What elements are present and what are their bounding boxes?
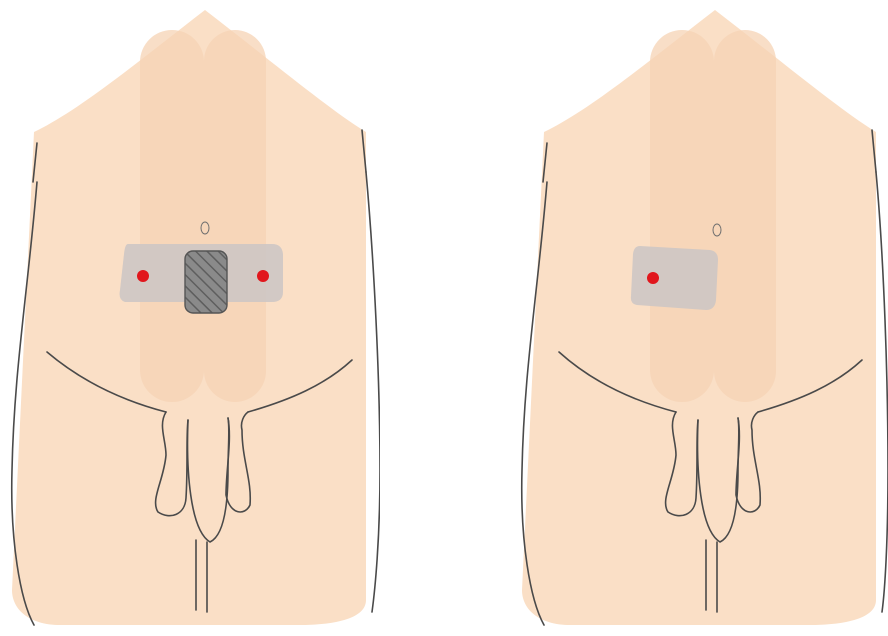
- rectus-abdominis-left: [650, 30, 714, 402]
- red-electrode-dot-left: [137, 270, 149, 282]
- rectus-abdominis-right: [714, 30, 776, 402]
- hatched-gel-pad: [185, 251, 227, 313]
- torso-figure-left: [0, 0, 380, 636]
- rectus-abdominis-left: [140, 30, 204, 402]
- red-electrode-dot: [647, 272, 659, 284]
- torso-figure-right: [510, 0, 888, 636]
- red-electrode-dot-right: [257, 270, 269, 282]
- rectus-abdominis-right: [204, 30, 266, 402]
- abdominal-patch-single: [631, 246, 718, 310]
